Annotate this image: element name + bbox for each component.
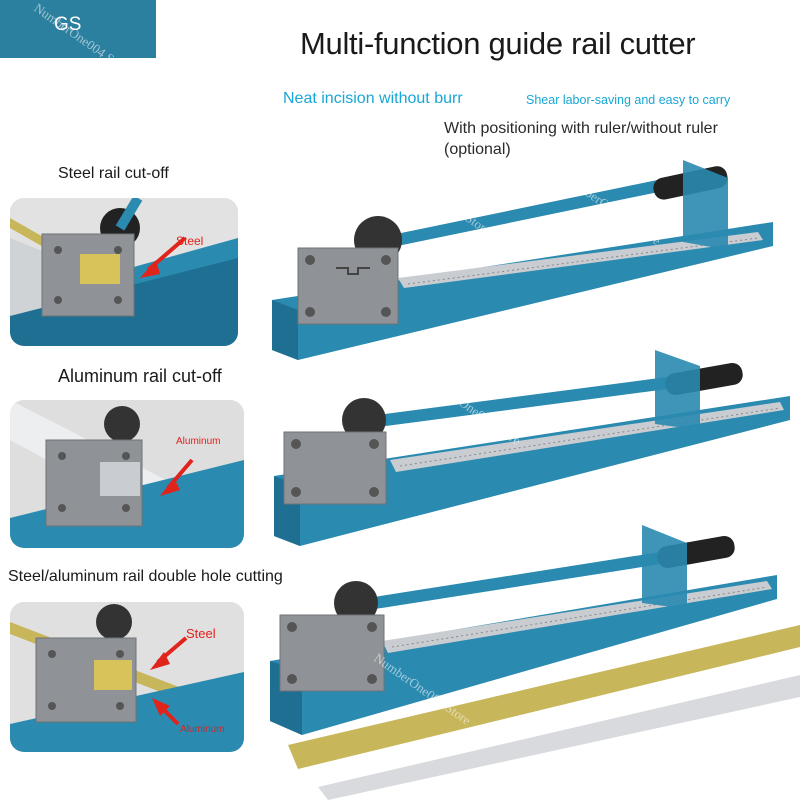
callout-aluminum: Aluminum [176,436,221,447]
product-image-1 [258,160,788,365]
product-image-2 [270,350,800,555]
product-title: Multi-function guide rail cutter [300,26,696,61]
brand-label: GS [54,14,82,35]
brand-badge: GS [0,0,156,58]
product-image-3 [262,525,800,800]
feature-ruler-option: With positioning with ruler/without rule… [444,120,718,158]
callout-steel: Steel [176,234,204,248]
closeup-photo-steel: Steel [10,198,238,346]
section-title-double-hole: Steel/aluminum rail double hole cutting [8,568,283,585]
section-title-steel: Steel rail cut-off [58,165,169,182]
section-title-aluminum: Aluminum rail cut-off [58,366,222,386]
feature-neat-incision: Neat incision without burr [283,90,463,107]
callout-steel-double: Steel [186,626,216,641]
closeup-photo-aluminum: Aluminum [10,400,244,548]
feature-labor-saving: Shear labor-saving and easy to carry [526,93,731,107]
closeup-photo-double-hole: Steel Aluminum [10,602,244,752]
callout-aluminum-double: Aluminum [180,724,225,735]
